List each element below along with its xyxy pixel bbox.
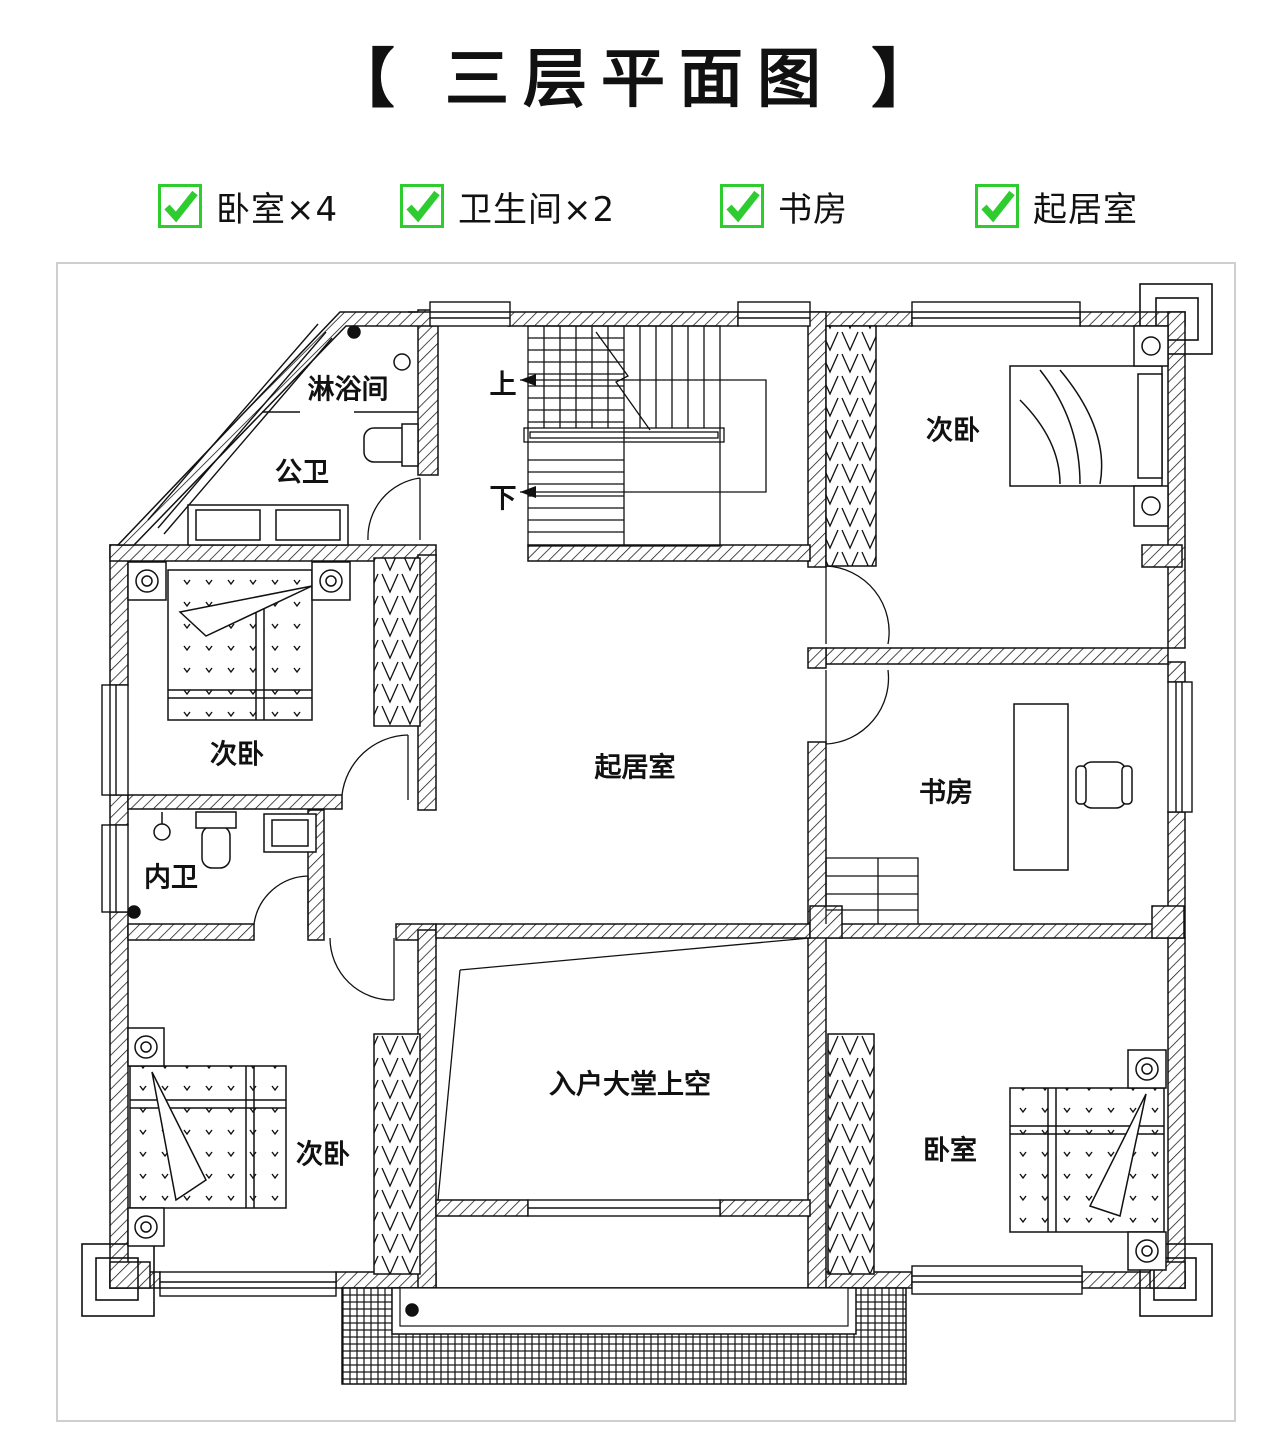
legend-label: 书房 <box>778 189 848 230</box>
checkmark-icon <box>400 184 444 228</box>
staircase <box>520 325 767 547</box>
beds <box>129 365 1165 1233</box>
corner-pilasters <box>81 283 1213 1317</box>
legend-item-bedroom: 卧室×4 <box>158 178 338 234</box>
legend-item-study: 书房 <box>720 178 848 234</box>
checkmark-icon <box>975 184 1019 228</box>
checkmark-icon <box>158 184 202 228</box>
checkmark-icon <box>720 184 764 228</box>
study-furniture <box>1013 703 1133 871</box>
legend-label: 起居室 <box>1033 189 1138 230</box>
legend-item-living: 起居室 <box>975 178 1138 234</box>
label-bedroom-nw: 次卧 <box>210 739 264 771</box>
legend-item-bathroom: 卫生间×2 <box>400 178 615 234</box>
walls <box>109 309 1186 1289</box>
label-bedroom-sw: 次卧 <box>296 1139 350 1171</box>
columns <box>109 544 1186 1289</box>
label-shower: 淋浴间 <box>307 374 389 406</box>
nightstands <box>127 325 1169 1271</box>
legend-label: 卫生间×2 <box>458 189 616 230</box>
windows <box>101 301 1193 1297</box>
label-stair-up: 上 <box>489 369 517 401</box>
label-stair-down: 下 <box>489 483 517 515</box>
label-study: 书房 <box>919 777 973 809</box>
wardrobes <box>373 325 877 1275</box>
label-bedroom-se: 卧室 <box>923 1135 977 1167</box>
plan-frame <box>56 262 1236 1422</box>
doors <box>253 477 919 1001</box>
label-inner-bath: 内卫 <box>144 862 198 894</box>
stair-arrows <box>520 374 536 498</box>
legend-label: 卧室×4 <box>216 189 339 230</box>
atrium-void <box>437 937 811 1201</box>
page-title: 【 三层平面图 】 <box>330 43 950 117</box>
label-atrium: 入户大堂上空 <box>549 1069 711 1101</box>
bath-fixtures <box>127 311 419 1317</box>
label-bedroom-ne: 次卧 <box>926 415 980 447</box>
label-public-bath: 公卫 <box>275 457 329 489</box>
label-living: 起居室 <box>594 752 676 784</box>
